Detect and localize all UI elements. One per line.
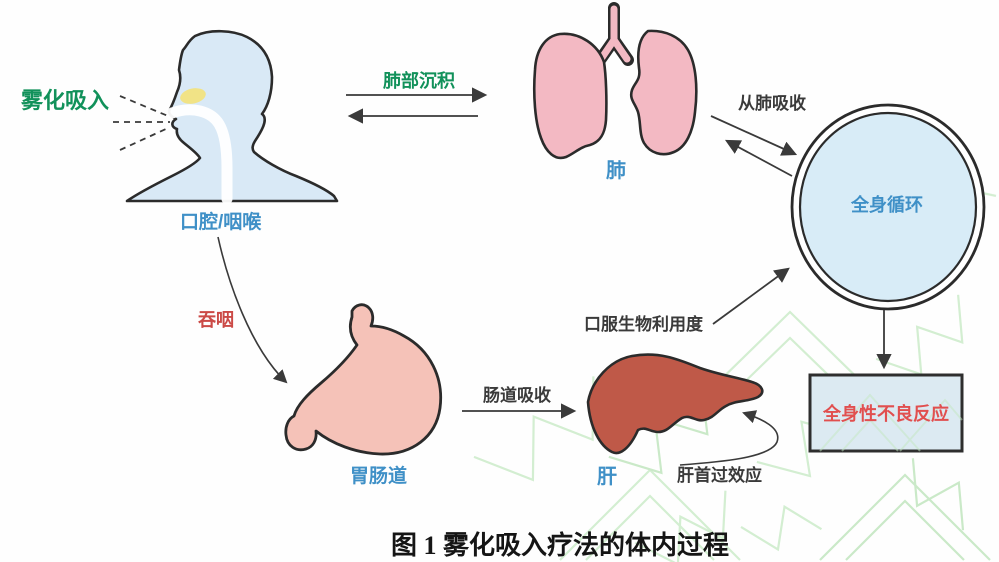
- label-absorbed-from-lung: 从肺吸收: [738, 94, 806, 113]
- label-lung: 肺: [606, 160, 626, 182]
- lungs-shape: [532, 2, 698, 160]
- label-liver: 肝: [597, 466, 617, 488]
- arrow-circulation-to-lung: [724, 139, 793, 177]
- nasal-highlight: [180, 88, 206, 104]
- arrow-oral-bioavailability: [712, 267, 790, 325]
- label-inhalation: 雾化吸入: [21, 88, 110, 113]
- watermark-over-box: [819, 393, 963, 452]
- label-lung-deposition: 肺部沉积: [383, 71, 455, 91]
- label-gi-tract: 胃肠道: [350, 466, 408, 487]
- liver-shape: [586, 353, 764, 455]
- arrow-lung-to-circulation: [710, 115, 798, 156]
- label-intestinal-absorption: 肠道吸收: [483, 386, 551, 405]
- arrow-first-pass: [679, 410, 779, 466]
- label-first-pass-effect: 肝首过效应: [677, 466, 762, 485]
- line-throat-connector: [217, 236, 288, 384]
- label-swallow: 吞咽: [198, 310, 234, 330]
- head-silhouette: [113, 29, 339, 205]
- label-systemic-circulation: 全身循环: [851, 195, 923, 215]
- stomach-shape: [284, 303, 443, 456]
- aerosol-dashed-lines: [113, 95, 170, 151]
- label-mouth-throat: 口腔/咽喉: [180, 212, 262, 233]
- label-oral-bioavailability: 口服生物利用度: [584, 315, 703, 334]
- figure-title: 图 1 雾化吸入疗法的体内过程: [390, 531, 729, 560]
- circulation-circle: [790, 103, 986, 311]
- label-adverse-reaction: 全身性不良反应: [823, 404, 949, 424]
- airway-shape: [166, 104, 233, 205]
